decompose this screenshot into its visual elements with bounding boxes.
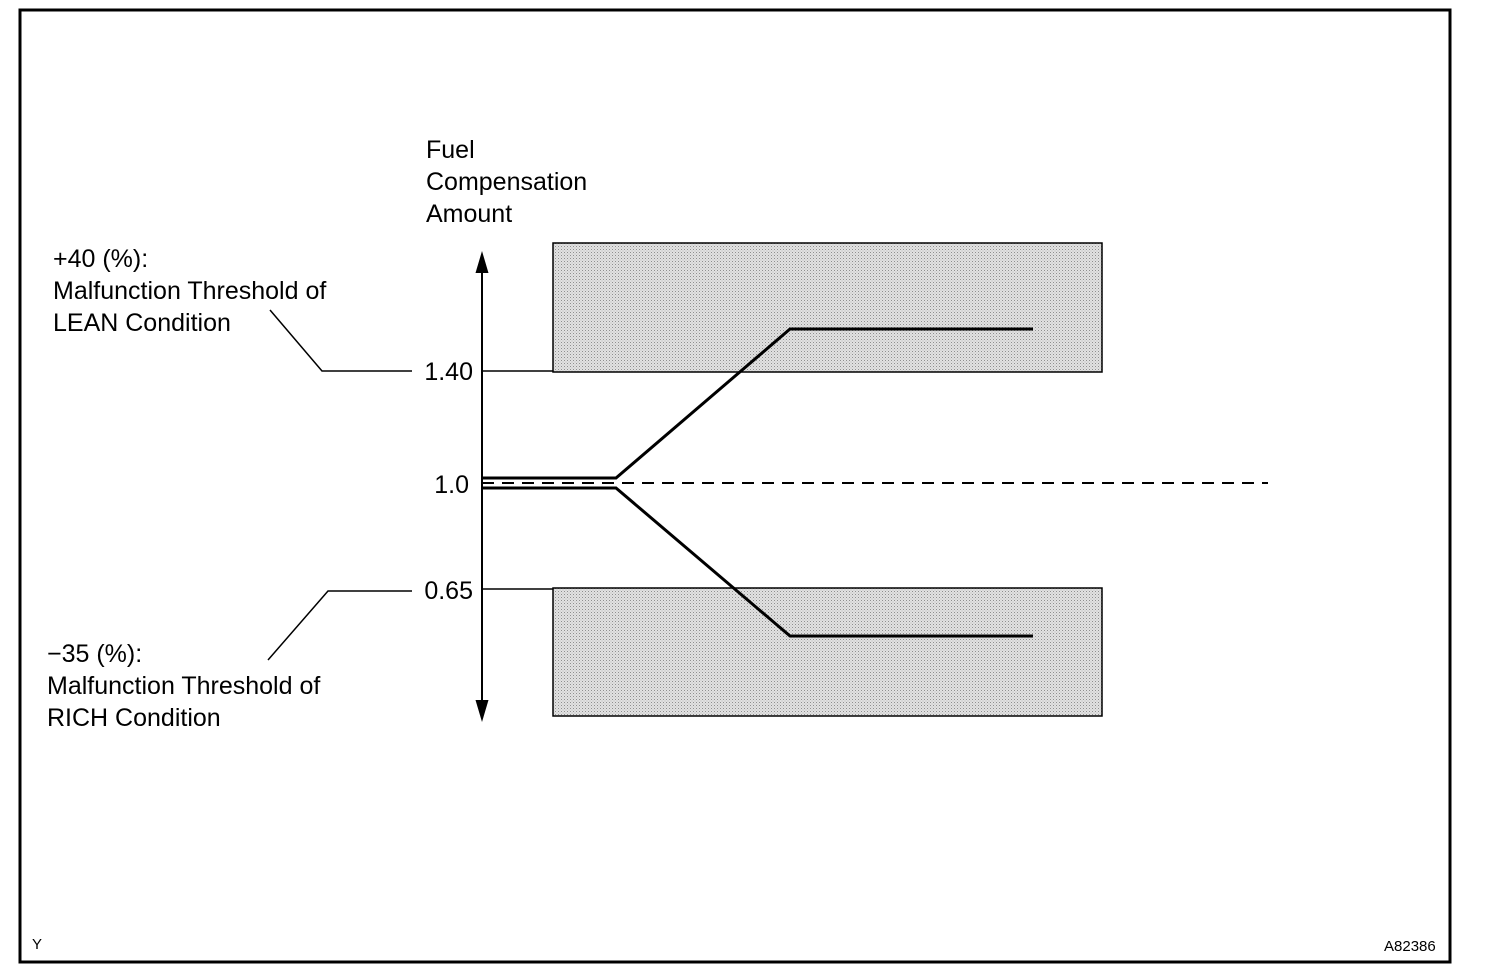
rich-compensation-curve xyxy=(482,486,1033,638)
lean-malfunction-zone xyxy=(552,242,1103,373)
rich-threshold-label-line-3: RICH Condition xyxy=(47,704,221,732)
lean-compensation-curve xyxy=(482,327,1033,480)
tick-label-0-65: 0.65 xyxy=(424,577,473,605)
rich-threshold-label-line-2: Malfunction Threshold of xyxy=(47,672,321,700)
rich-leader-line xyxy=(267,590,412,661)
rich-threshold-label-line-1: −35 (%): xyxy=(47,640,143,668)
axis-arrow-up-icon xyxy=(475,251,489,273)
axis-title-line-2: Compensation xyxy=(426,168,588,196)
axis-title-line-1: Fuel xyxy=(426,136,475,164)
tick-label-1-40: 1.40 xyxy=(424,358,473,386)
figure-border xyxy=(18,8,1452,964)
footer-left-code: Y xyxy=(32,936,43,953)
lean-leader-line xyxy=(269,309,412,372)
lean-threshold-label-line-2: Malfunction Threshold of xyxy=(53,277,327,305)
figure-id: A82386 xyxy=(1384,938,1436,955)
rich-malfunction-zone xyxy=(552,587,1103,717)
tick-label-1-0: 1.0 xyxy=(434,471,469,499)
lean-threshold-label-line-1: +40 (%): xyxy=(53,245,149,273)
axis-title-line-3: Amount xyxy=(426,200,513,228)
lean-threshold-label-line-3: LEAN Condition xyxy=(53,309,231,337)
axis-arrow-down-icon xyxy=(475,700,489,722)
